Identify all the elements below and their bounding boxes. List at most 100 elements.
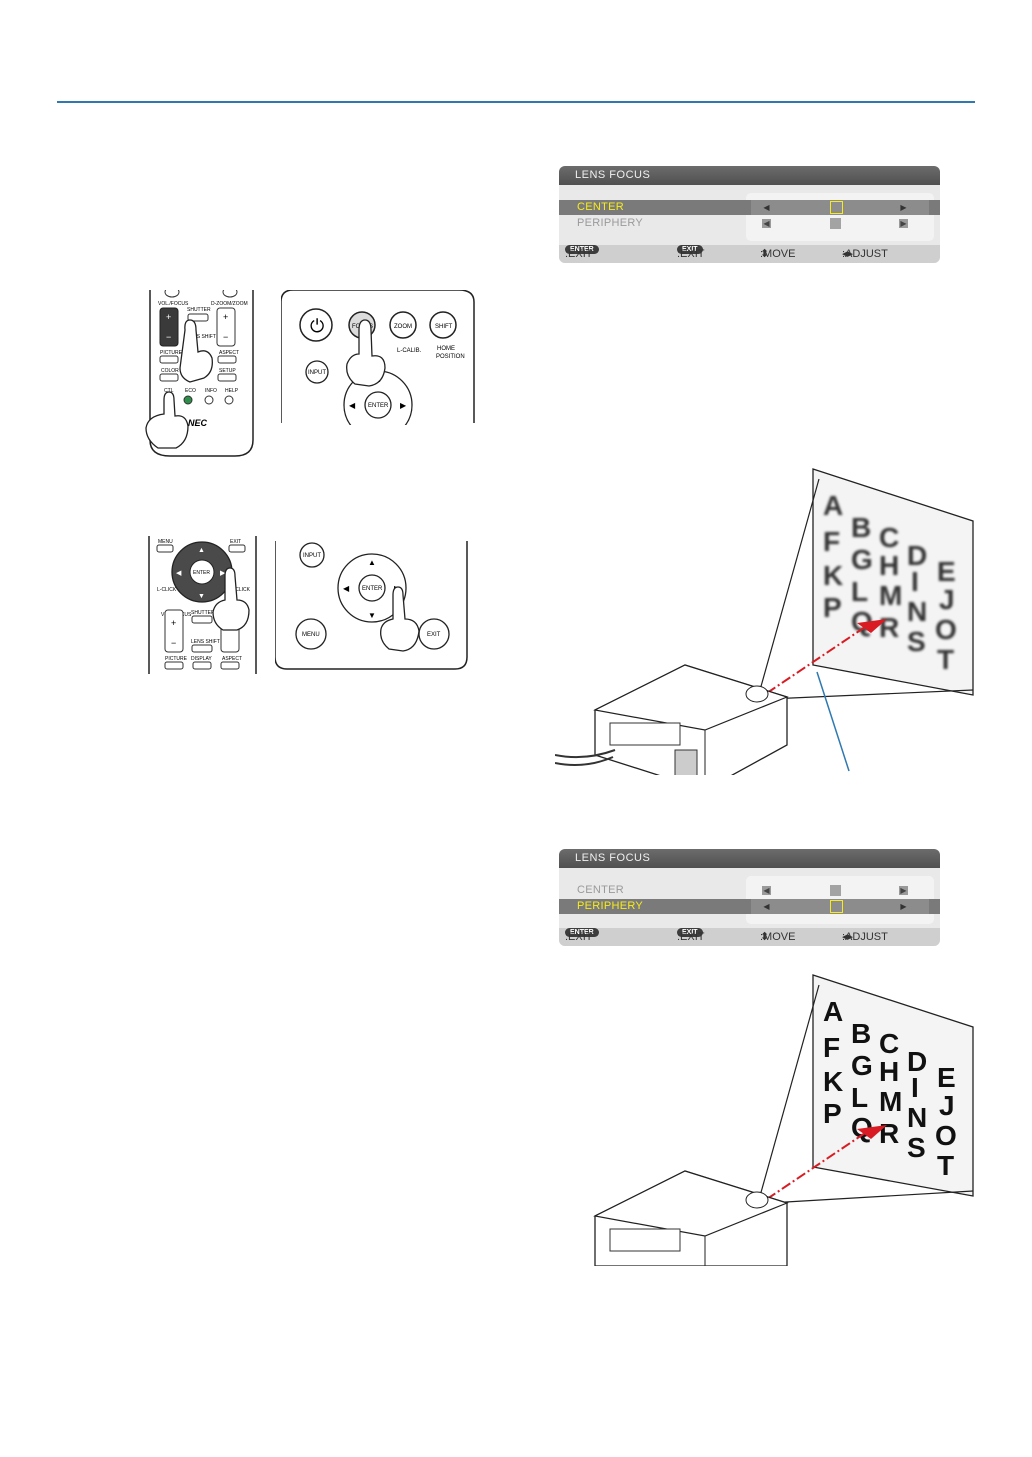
svg-text:P: P (823, 592, 842, 623)
eco-button[interactable] (183, 395, 193, 405)
info-button[interactable] (204, 395, 214, 405)
test-letters-sharp: A F K P B G L Q C H M R D I N S E J O T (823, 996, 957, 1181)
exit-key-icon: EXIT (677, 245, 703, 254)
shift-button[interactable] (429, 311, 457, 339)
laser-line (766, 622, 872, 694)
lens-focus-osd-top: LENS FOCUS CENTER ◀ ▶ PERIPHERY ◀ ▶ ENTE… (559, 166, 940, 263)
periphery-slider[interactable]: ◀ ▶ (751, 216, 929, 231)
input-button[interactable] (305, 360, 329, 384)
svg-text:J: J (939, 1090, 955, 1121)
footer-exit-text: :EXIT (677, 931, 705, 943)
picture-button[interactable] (164, 661, 184, 670)
right-arrow-icon: ▶ (400, 401, 407, 410)
laser-line (766, 1128, 872, 1200)
enter-button[interactable] (358, 574, 386, 602)
power-button[interactable] (299, 308, 333, 342)
setup-label: SETUP (219, 368, 236, 374)
osd-title: LENS FOCUS (559, 166, 940, 185)
aspect-button[interactable] (220, 661, 240, 670)
right-arrow-icon[interactable]: ▶ (900, 902, 907, 911)
projector-icon (593, 1170, 789, 1266)
dzoom-zoom-label: D-ZOOM/ZOOM (211, 301, 248, 307)
projection-screen (812, 468, 974, 696)
vol-rocker[interactable] (164, 609, 184, 653)
right-arrow-icon[interactable]: ▶ (899, 219, 908, 228)
exit-key-icon: EXIT (677, 928, 703, 937)
center-slider[interactable]: ◀ ▶ (751, 200, 929, 215)
power-icon: ⏻ (310, 316, 324, 336)
l-click-label: L-CLICK (157, 587, 177, 593)
aspect-label: ASPECT (219, 350, 239, 356)
enter-key-icon: ENTER (565, 928, 599, 937)
center-slider[interactable]: ◀ ▶ (751, 883, 929, 898)
zoom-button[interactable] (389, 311, 417, 339)
osd-row-periphery[interactable]: PERIPHERY ◀ ▶ (559, 899, 940, 914)
osd-row-center[interactable]: CENTER ◀ ▶ (559, 883, 940, 898)
remote-control-focus-illustration: VOL./FOCUS SHUTTER D-ZOOM/ZOOM + − + − L… (145, 290, 254, 457)
footer-enter-text: :EXIT (565, 248, 593, 260)
right-arrow-icon[interactable]: ▶ (899, 886, 908, 895)
picture-button[interactable] (159, 355, 179, 364)
periphery-slider[interactable]: ◀ ▶ (751, 899, 929, 914)
info-label: INFO (205, 388, 217, 394)
shutter-button[interactable] (187, 313, 209, 322)
exit-button[interactable] (228, 544, 246, 553)
lens-shift-button[interactable] (191, 644, 213, 653)
osd-footer: ENTER:EXIT EXIT:EXIT ⬍:MOVE ◂▸:ADJUST (559, 928, 940, 946)
svg-text:T: T (937, 1150, 954, 1181)
vol-focus-rocker[interactable] (159, 307, 179, 347)
header-rule (57, 101, 975, 103)
footer-adjust-text: :ADJUST (842, 248, 888, 260)
position-label: POSITION (436, 354, 465, 360)
updown-icon: ⬍ (760, 248, 770, 260)
pointing-hand-icon (212, 567, 250, 631)
osd-row-label: PERIPHERY (577, 217, 644, 229)
dzoom-rocker[interactable] (216, 307, 236, 347)
picture-label: PICTURE (165, 656, 188, 662)
up-arrow-icon: ▲ (198, 547, 205, 554)
down-arrow-icon: ▼ (198, 593, 205, 600)
osd-row-center[interactable]: CENTER ◀ ▶ (559, 200, 940, 215)
slider-knob (830, 218, 841, 229)
shutter-button[interactable] (191, 615, 213, 624)
left-arrow-icon: ◀ (343, 584, 350, 593)
svg-text:L: L (851, 576, 868, 607)
osd-row-label: CENTER (577, 201, 625, 213)
projection-focus-center-illustration: A F K P B G L Q C H M R D I N S E J O T (555, 468, 974, 775)
footer-exit-text: :EXIT (677, 248, 705, 260)
projector-panel-focus-illustration: ⏻ FOCUS ZOOM SHIFT L-CALIB. HOME POSITIO… (281, 290, 475, 425)
input-button[interactable] (299, 542, 325, 568)
menu-button[interactable] (156, 544, 174, 553)
svg-text:E: E (937, 556, 956, 587)
help-button[interactable] (224, 395, 234, 405)
svg-text:J: J (939, 584, 955, 615)
right-arrow-icon[interactable]: ▶ (900, 203, 907, 212)
left-arrow-icon[interactable]: ◀ (762, 219, 771, 228)
menu-label: MENU (158, 539, 173, 545)
pointing-hand-icon (380, 586, 420, 652)
svg-text:M: M (879, 580, 902, 611)
left-arrow-icon[interactable]: ◀ (762, 886, 771, 895)
svg-text:B: B (851, 1018, 871, 1049)
nec-logo: NEC (188, 418, 208, 428)
color-button[interactable] (159, 373, 179, 382)
left-arrow-icon[interactable]: ◀ (763, 902, 770, 911)
shutter-label: SHUTTER (187, 307, 211, 313)
enter-button[interactable] (364, 391, 392, 419)
input-label: INPUT (308, 370, 326, 376)
exit-label: EXIT (427, 632, 441, 638)
left-arrow-icon[interactable]: ◀ (763, 203, 770, 212)
osd-row-periphery[interactable]: PERIPHERY ◀ ▶ (559, 216, 940, 231)
svg-text:C: C (879, 1028, 899, 1059)
aspect-button[interactable] (217, 355, 237, 364)
picture-label: PICTURE (160, 350, 183, 356)
pointer-line (816, 671, 850, 772)
enter-button[interactable] (189, 559, 215, 585)
setup-button[interactable] (217, 373, 237, 382)
svg-text:N: N (907, 596, 927, 627)
svg-text:T: T (937, 644, 954, 675)
svg-text:S: S (907, 626, 926, 657)
display-button[interactable] (192, 661, 212, 670)
menu-button[interactable] (295, 618, 327, 650)
svg-text:G: G (851, 544, 873, 575)
